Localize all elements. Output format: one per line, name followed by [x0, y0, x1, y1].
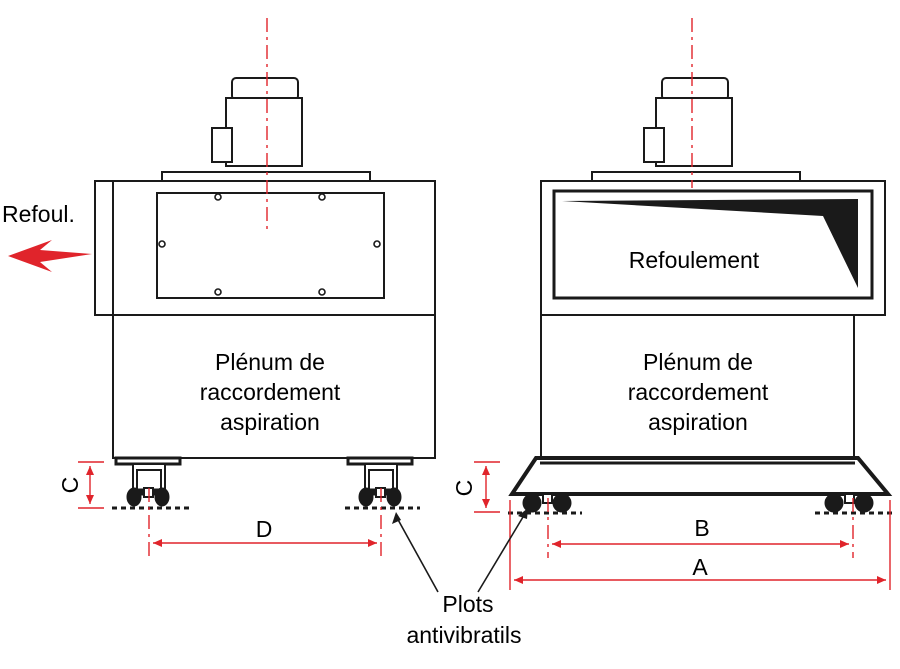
plenum-box-right [540, 314, 855, 459]
fan-housing-left [94, 180, 436, 316]
dimension-a-label: A [692, 554, 708, 580]
feet-left [114, 456, 414, 507]
dimension-c-right [474, 461, 500, 513]
front-view: Refoulement Plénum de raccordement aspir… [451, 18, 893, 590]
fan-housing-right [540, 180, 886, 316]
plenum-label-left-2: raccordement [200, 379, 341, 405]
dimension-b [547, 498, 854, 558]
dimension-d-label: D [256, 516, 273, 542]
dimension-c-left-label: C [57, 477, 83, 494]
motor-left [161, 77, 371, 182]
plenum-label-right-2: raccordement [628, 379, 769, 405]
dimension-c-right-label: C [451, 480, 477, 497]
dimension-a [509, 500, 891, 590]
plenum-label-right-3: aspiration [648, 409, 748, 435]
plenum-box-left [112, 314, 436, 459]
refoul-arrow [8, 240, 92, 272]
plots-label-2: antivibratils [406, 622, 521, 648]
plots-callout [392, 508, 528, 593]
dimension-d [148, 488, 382, 556]
base-frame-right [508, 456, 893, 496]
plenum-label-left-1: Plénum de [215, 349, 325, 375]
plots-label-1: Plots [442, 591, 493, 617]
refoul-label: Refoul. [2, 201, 75, 227]
feet-right [522, 493, 874, 513]
plenum-label-left-3: aspiration [220, 409, 320, 435]
side-view: Refoul. Plénum de raccordement aspiratio… [2, 18, 436, 556]
plenum-label-right-1: Plénum de [643, 349, 753, 375]
dimension-b-label: B [694, 515, 709, 541]
refoulement-label: Refoulement [629, 247, 760, 273]
dimension-c-left [78, 461, 104, 509]
motor-right [591, 77, 801, 182]
